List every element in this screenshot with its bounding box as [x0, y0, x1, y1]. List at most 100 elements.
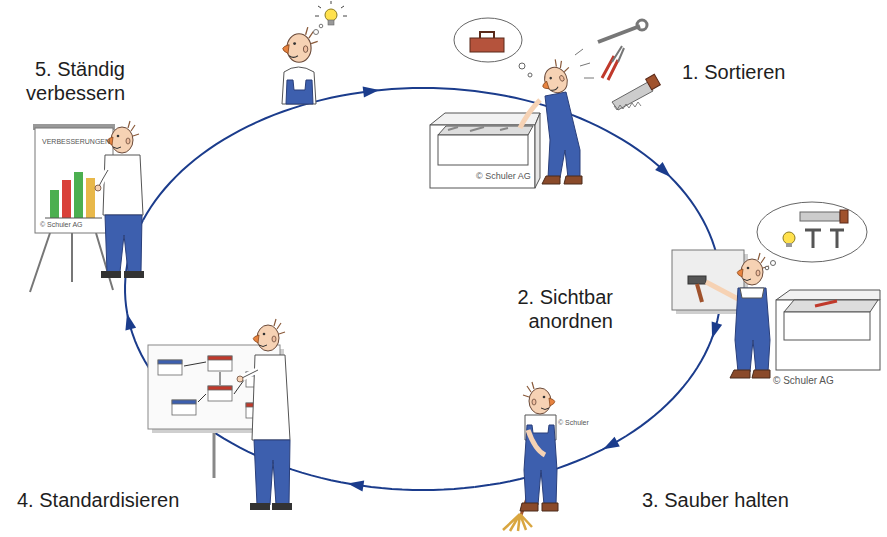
- arranging-illustration: [786, 243, 792, 247]
- sorting-illustration: [535, 56, 577, 98]
- flipchart-illustration: [30, 121, 144, 292]
- standard-board-illustration: [148, 319, 292, 510]
- sorting-illustration: [614, 102, 641, 110]
- sorting-illustration: [528, 73, 532, 77]
- flipchart-illustration: [101, 271, 144, 278]
- step-title: 5. Ständig verbessern: [24, 57, 125, 105]
- cycle-arrow: [143, 87, 572, 221]
- idea-figure: [286, 80, 313, 104]
- standard-board-illustration: [242, 370, 258, 378]
- arranging-illustration: [765, 266, 769, 270]
- sorting-illustration: [598, 26, 640, 42]
- sorting-illustration: [535, 113, 540, 188]
- arranging-illustration: [776, 290, 880, 300]
- sorting-illustration: [520, 100, 540, 128]
- arrowhead: [655, 162, 670, 177]
- arranging-illustration: [740, 288, 764, 298]
- sorting-illustration: [448, 127, 508, 131]
- cleaning-illustration: [503, 382, 558, 531]
- flipchart-illustration: [86, 178, 95, 218]
- arranging-illustration: [776, 300, 880, 370]
- arranging-illustration: [688, 276, 706, 284]
- step-label: 4. Standardisieren: [15, 486, 184, 514]
- flipchart-illustration: [50, 190, 59, 218]
- flipchart-illustration: [45, 218, 102, 219]
- arranging-illustration: [800, 212, 840, 221]
- arranging-illustration: [706, 282, 740, 300]
- arranging-illustration: [783, 232, 795, 244]
- sorting-illustration: [480, 32, 494, 38]
- standard-board-illustration: [208, 356, 232, 360]
- standard-board-illustration: [172, 400, 196, 404]
- sorting-illustration: [438, 135, 528, 165]
- flipchart-illustration: [107, 121, 139, 153]
- arranging-illustration: [737, 253, 769, 285]
- sorting-illustration: [430, 125, 535, 188]
- cleaning-illustration: [503, 514, 532, 531]
- cycle-line: [143, 88, 572, 220]
- sorting-illustration: [470, 38, 504, 52]
- arranging-illustration: [757, 202, 867, 262]
- flipchart-illustration: [62, 180, 71, 218]
- flipchart-illustration: [74, 172, 83, 218]
- standard-board-illustration: [213, 430, 216, 478]
- step-label: 3. Sauber halten: [640, 486, 793, 514]
- arranging-illustration: [805, 230, 844, 248]
- step-title: 3. Sauber halten: [642, 488, 791, 512]
- standard-board-illustration: [208, 386, 232, 401]
- copyright-watermark: © Schuler AG: [40, 221, 83, 229]
- sorting-illustration: [646, 74, 661, 89]
- chart-heading: VERBESSERUNGEN: [42, 138, 110, 146]
- standard-board-illustration: [252, 355, 290, 440]
- standard-board-illustration: [242, 370, 258, 378]
- standard-board-illustration: [158, 360, 182, 375]
- arranging-illustration: [672, 202, 880, 378]
- sorting-illustration: [602, 56, 618, 80]
- sorting-illustration: [612, 46, 624, 62]
- arranging-illustration: [784, 300, 878, 312]
- flipchart-illustration: [95, 185, 101, 191]
- arranging-illustration: [730, 370, 770, 378]
- standard-board-illustration: [253, 319, 285, 351]
- sorting-illustration: [519, 63, 525, 69]
- step-label: 2. Sichtbar anordnen: [513, 283, 615, 335]
- step-label: 5. Ständig verbessern: [22, 55, 127, 107]
- standard-board-illustration: [208, 356, 232, 371]
- standard-board-illustration: [158, 360, 182, 364]
- step-label: 1. Sortieren: [680, 58, 790, 86]
- flipchart-illustration: [99, 170, 108, 186]
- idea-figure: [283, 27, 318, 62]
- idea-figure: [282, 1, 347, 104]
- arranging-illustration: [771, 261, 776, 266]
- arranging-illustration: [840, 210, 848, 223]
- cycle-line: [572, 115, 720, 272]
- arranging-illustration: [784, 312, 870, 340]
- step-title: 2. Sichtbar anordnen: [515, 285, 613, 333]
- arrowhead: [125, 314, 136, 331]
- cleaning-illustration: [524, 425, 557, 505]
- arrowhead: [363, 87, 380, 98]
- flipchart-illustration: [35, 128, 113, 233]
- idea-figure: [319, 24, 323, 28]
- flipchart-illustration: [103, 155, 143, 215]
- arrowhead: [603, 437, 620, 449]
- standard-board-illustration: [184, 362, 258, 402]
- standard-board-illustration: [172, 400, 196, 415]
- flipchart-illustration: [99, 170, 108, 186]
- sorting-illustration: [542, 176, 582, 184]
- step-title: 4. Standardisieren: [17, 488, 182, 512]
- sorting-illustration: [637, 20, 647, 30]
- cycle-arrow: [572, 115, 720, 272]
- sorting-illustration: [575, 49, 594, 78]
- arranging-illustration: [735, 288, 770, 372]
- idea-figure: [315, 1, 347, 16]
- sorting-illustration: [545, 92, 580, 178]
- step-title: 1. Sortieren: [682, 60, 788, 84]
- arranging-illustration: [672, 250, 744, 310]
- cleaning-illustration: [520, 503, 558, 511]
- copyright-watermark: © Schuler AG: [476, 172, 531, 182]
- arranging-illustration: [815, 301, 837, 306]
